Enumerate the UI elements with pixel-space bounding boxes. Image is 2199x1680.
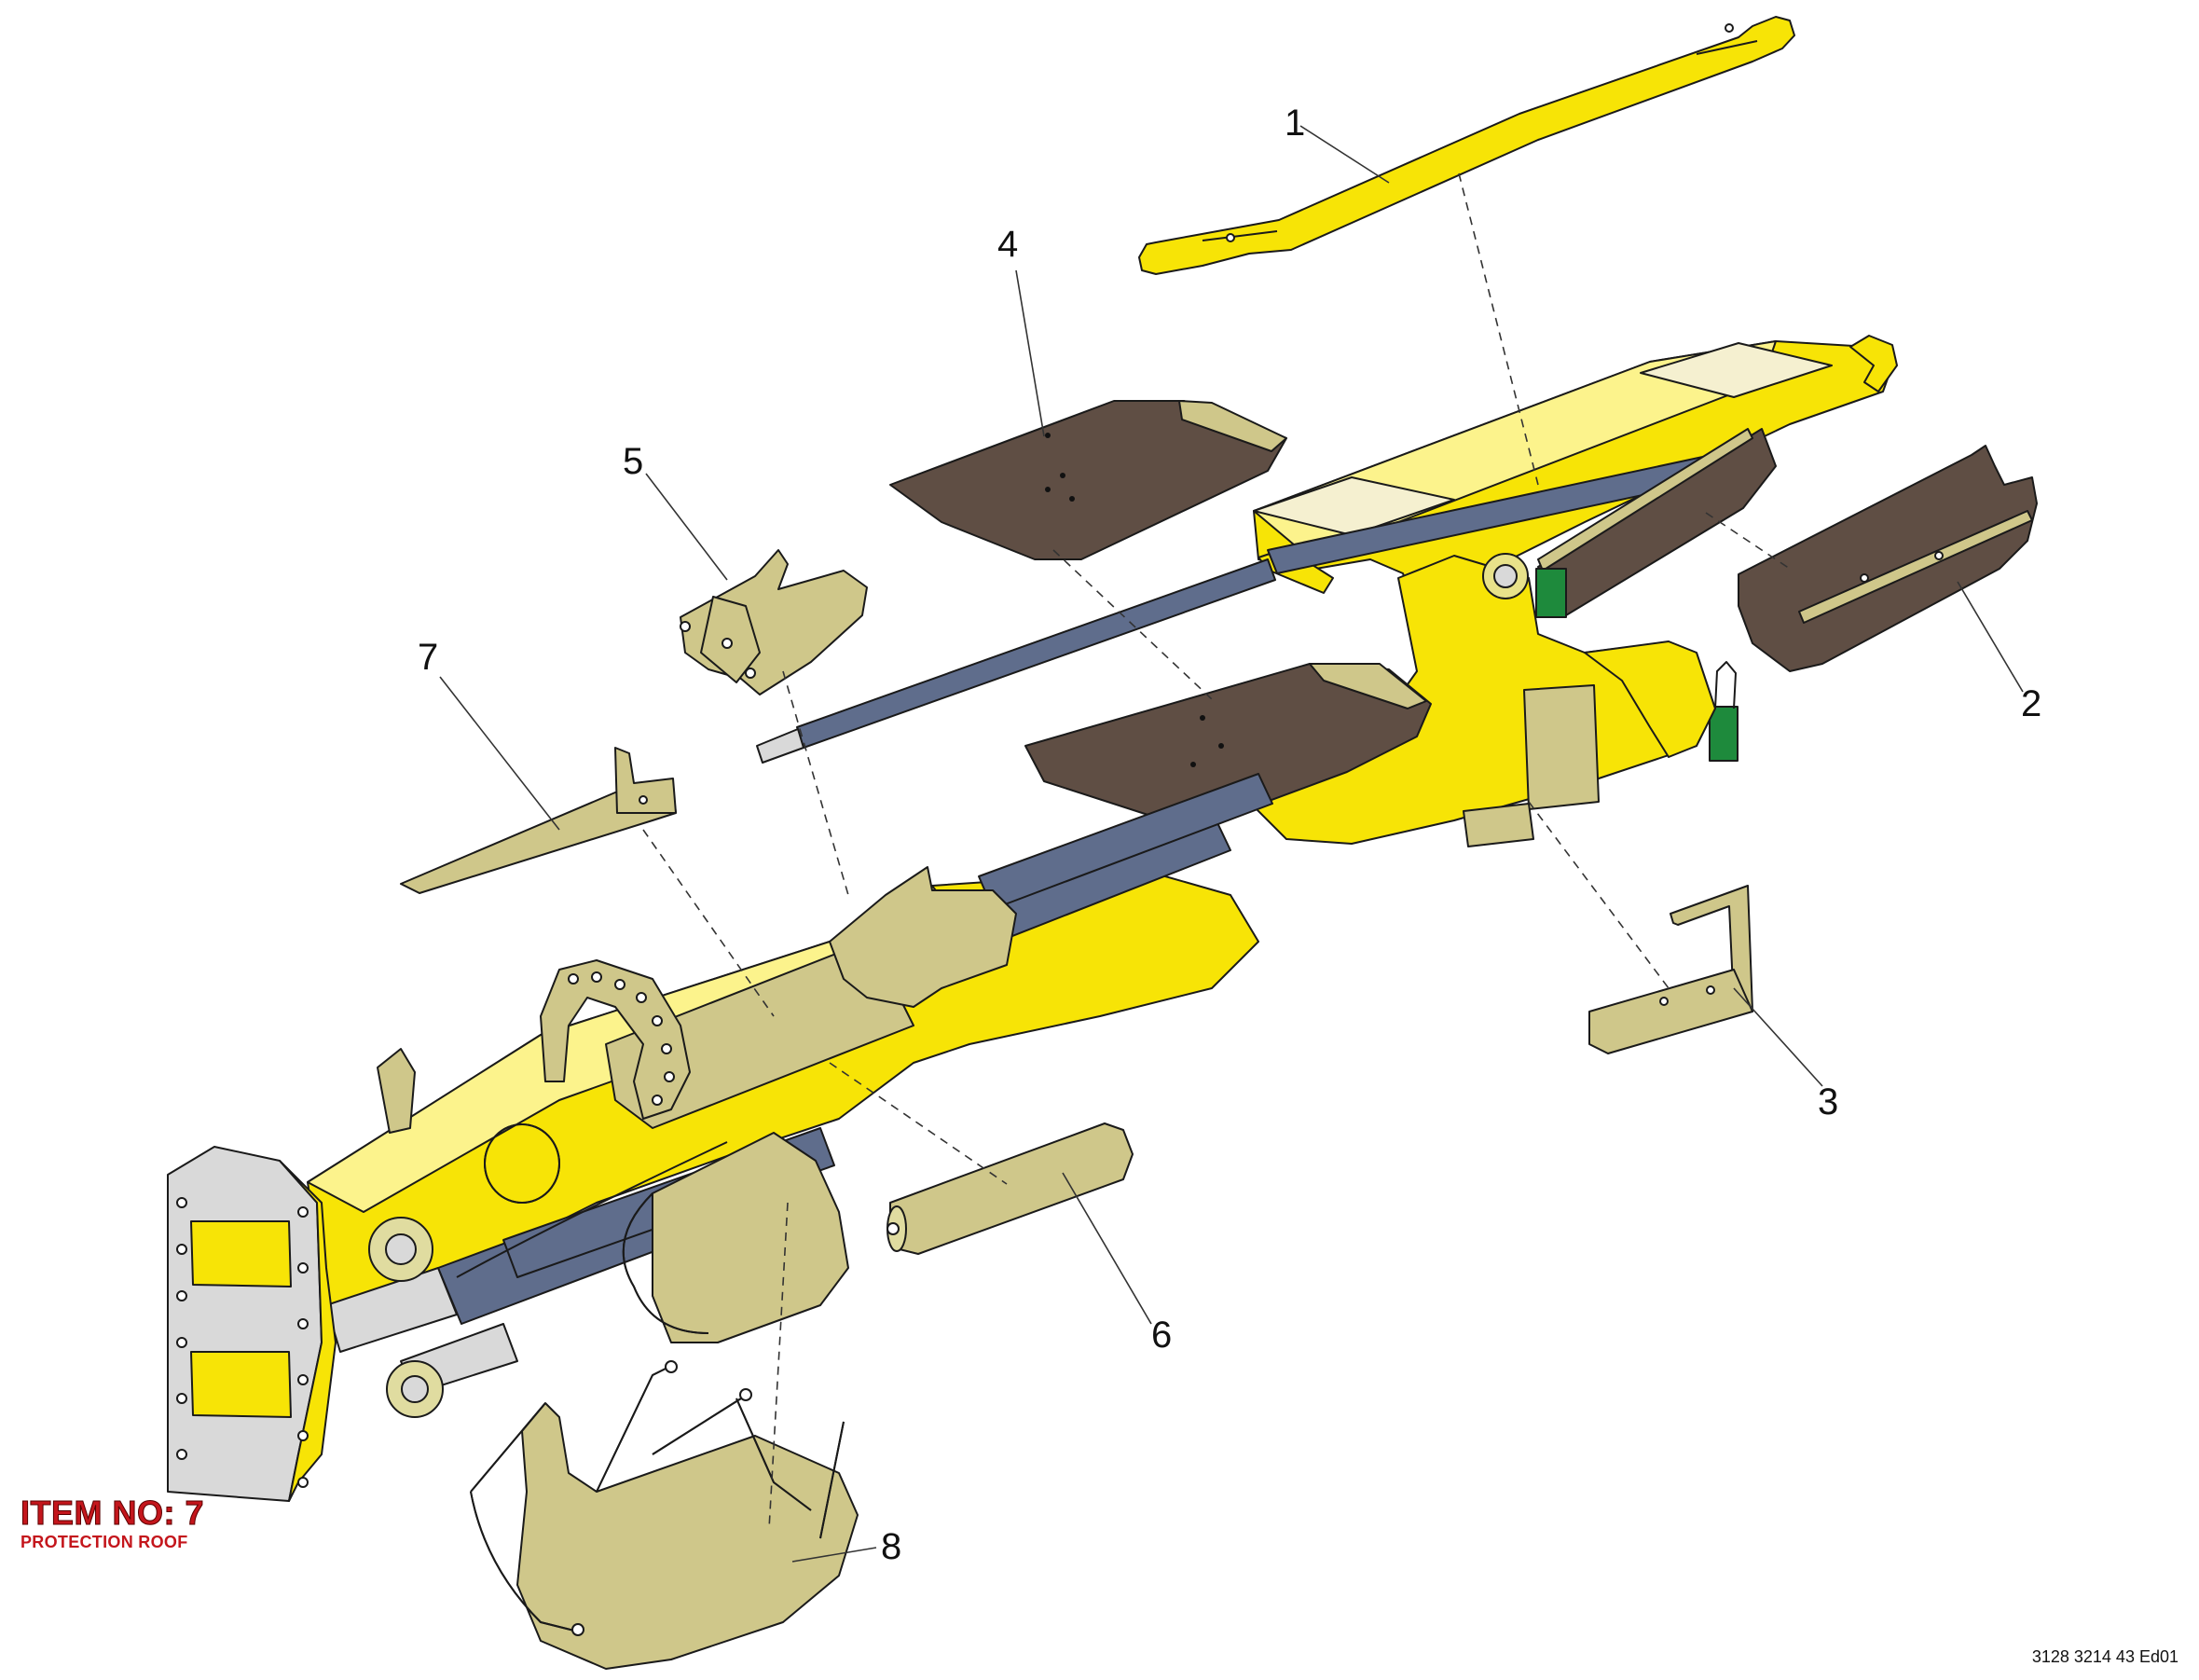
- part-8-roof-cover: [470, 1360, 859, 1670]
- callout-1: 1: [1285, 103, 1305, 144]
- assembly-guide-lines: [642, 172, 1791, 1530]
- part-6-tube-cover: [886, 1122, 1134, 1255]
- boom-middle-section: [1248, 553, 1716, 847]
- boom-rear-section: [756, 335, 1898, 764]
- callout-7: 7: [418, 637, 438, 678]
- item-number-title: ITEM NO: 7: [20, 1494, 205, 1533]
- item-description: PROTECTION ROOF: [21, 1533, 188, 1551]
- document-code: 3128 3214 43 Ed01: [2031, 1647, 2178, 1666]
- part-4-upper-plate: [889, 400, 1287, 560]
- part-5-clamp: [680, 549, 868, 695]
- boom-front-section: [307, 773, 1273, 1418]
- callout-3: 3: [1818, 1081, 1838, 1122]
- part-2-side-guard: [1738, 445, 2038, 672]
- part-4-lower-plate: [1024, 663, 1432, 821]
- part-8-cover-installed: [622, 1132, 849, 1343]
- callout-5: 5: [623, 441, 643, 482]
- callout-4: 4: [997, 224, 1018, 265]
- front-mounting-plate: [167, 1146, 337, 1502]
- part-7-angled-plate: [400, 747, 677, 894]
- part-3-bracket: [1588, 885, 1753, 1054]
- part-1-handrail: [1138, 16, 1795, 275]
- callout-6: 6: [1151, 1315, 1172, 1356]
- callout-2: 2: [2021, 683, 2041, 724]
- leader-lines: [439, 125, 2024, 1563]
- callout-8: 8: [881, 1526, 901, 1567]
- callout-labels: 1 2 3 4 5 6 7 8: [418, 103, 2041, 1567]
